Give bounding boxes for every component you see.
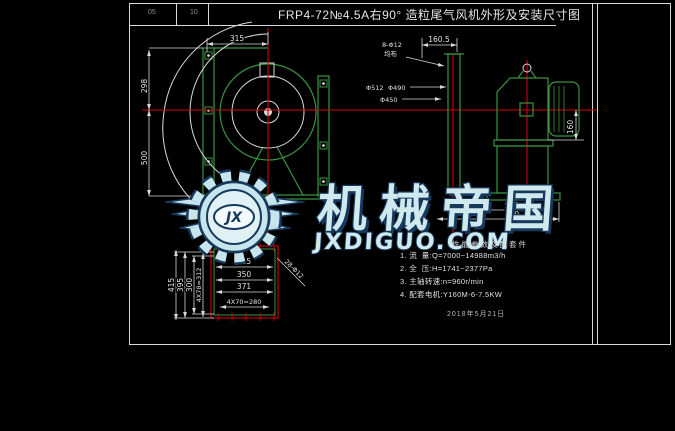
detail-dim-371: 371 [237,282,252,291]
holes-note-line2: 均布 [384,49,398,58]
detail-dim-300: 300 [185,278,194,293]
dim-298: 298 [140,79,149,94]
watermark-domain: JXDIGUO.COM [311,229,511,255]
sheet-border [129,3,671,345]
front-view-bolt-holes [204,51,328,186]
spec-flow-rate: 1. 流 量:Q=7000~14988m3/h [400,251,506,260]
titleblock-cell-scale: 10 [190,9,198,16]
specs-header: 性能参数及配套件 [452,240,528,249]
detail-dim-395: 395 [176,278,185,293]
spec-shaft-speed: 3. 主轴转速:n=960r/min [400,277,484,286]
dim-560: 560 [505,201,520,210]
base-detail-dimensions [174,250,306,320]
dim-160-5: 160.5 [428,35,450,44]
watermark-text-group: 机械帝国 机械帝国 JXDIGUO.COM [310,179,570,256]
lifting-eye [522,63,532,73]
detail-dim-4x70: 4X70=280 [227,298,262,306]
side-view [444,53,580,201]
dim-760: 760 [505,210,520,219]
dim-phi490: Φ490 [388,84,406,92]
detail-holes-leader: 28-Φ12 [283,258,306,281]
watermark-brand: 机械帝国 [315,180,567,238]
drawing-date: 2018年5月21日 [447,311,506,318]
watermark-monogram: JX [223,210,243,226]
watermark: JX 机械帝国 机械帝国 JXDIGUO.COM [165,169,570,265]
dim-160: 160 [566,120,575,135]
titleblock-cell-rev: 05 [148,9,156,16]
watermark-brand-shadow: 机械帝国 [318,183,570,241]
spec-total-pressure: 2. 全 压:H=1741~2377Pa [400,264,493,273]
detail-dim-350: 350 [237,270,252,279]
front-view-dimensions [147,32,446,197]
watermark-gear-icon: JX [186,169,282,265]
drawing-title: FRP4-72№4.5A右90° 造粒尾气风机外形及安装尺寸图 [278,8,581,22]
dim-500: 500 [140,151,149,166]
dim-phi450: Φ450 [380,96,398,104]
detail-dim-4x78: 4X78=312 [195,268,203,303]
holes-note-line1: 8-Φ12 [382,41,402,49]
spec-motor: 4. 配套电机:Y160M-6-7.5KW [400,290,503,299]
dim-315-top: 315 [230,34,245,43]
side-view-dimensions [421,38,584,222]
detail-dim-415: 415 [167,278,176,293]
dim-phi512: Φ512 [366,84,384,92]
